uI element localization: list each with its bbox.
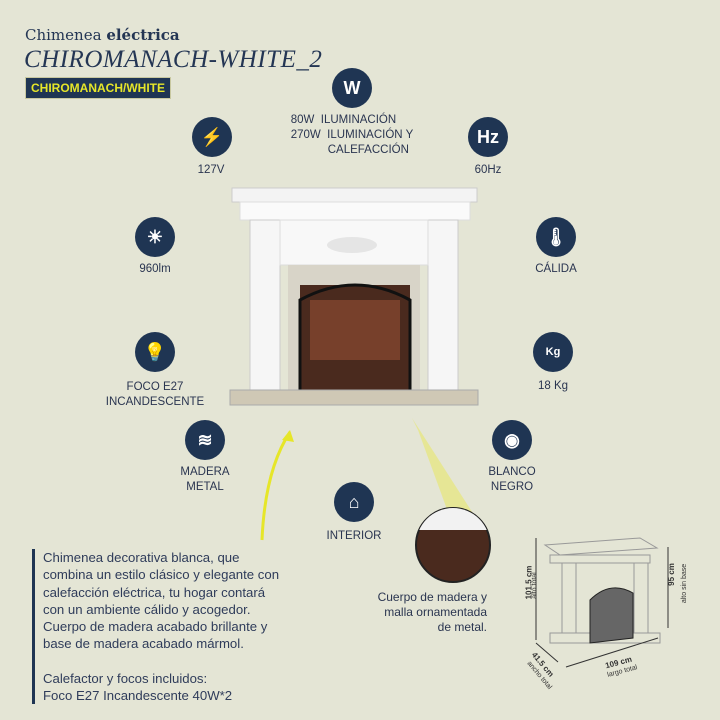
bulb-line2: INCANDESCENTE — [105, 396, 205, 408]
layers-icon: ≋ — [185, 420, 225, 460]
lightning-icon: ⚡ — [192, 117, 232, 157]
height-no-base-value: 95 cm — [666, 563, 676, 586]
included-label: Calefactor y focos incluidos: — [43, 670, 208, 686]
temperature-label: CÁLIDA — [535, 263, 577, 275]
lumens-label: 960lm — [139, 263, 171, 275]
thermometer-icon: 🌡 — [536, 217, 576, 257]
frequency-label: 60Hz — [474, 164, 502, 176]
product-type: Chimenea eléctrica — [25, 26, 180, 44]
description-line: combina un estilo clásico y elegante con — [43, 567, 280, 583]
power-line1: 80W ILUMINACIÓN — [290, 114, 397, 126]
material-line2: METAL — [186, 481, 224, 493]
description-line: base de madera acabado mármol. — [43, 636, 244, 652]
caption-line: Cuerpo de madera y — [377, 590, 487, 604]
description-line: Chimenea decorativa blanca, que — [43, 550, 240, 565]
description-line: calefacción eléctrica, tu hogar contará — [43, 584, 266, 600]
included-item: Foco E27 Incandescente 40W*2 — [43, 688, 233, 704]
bulb-icon: 💡 — [135, 332, 175, 372]
house-icon: ⌂ — [334, 482, 374, 522]
watt-icon: W — [332, 68, 372, 108]
brightness-icon: ☀ — [135, 217, 175, 257]
title-bold: eléctrica — [106, 26, 180, 44]
power-label: 80W ILUMINACIÓN 270W ILUMINACIÓN Y CALEF… — [291, 113, 414, 158]
model-badge: CHIROMANACH/WHITE — [25, 77, 171, 99]
power-line2: 270W ILUMINACIÓN Y — [290, 129, 414, 141]
height-no-base-label: alto sin base — [681, 563, 689, 604]
color-line2: NEGRO — [490, 481, 534, 493]
hz-icon: Hz — [468, 117, 508, 157]
use-label: INTERIOR — [326, 530, 382, 542]
weight-icon: Kg — [533, 332, 573, 372]
color-drop-icon: ◉ — [492, 420, 532, 460]
voltage-label: 127V — [197, 164, 225, 176]
material-label: MADERA METAL — [180, 465, 229, 495]
bulb-line1: FOCO E27 — [126, 381, 184, 393]
caption-line: de metal. — [437, 620, 487, 634]
color-line1: BLANCO — [488, 466, 536, 478]
material-line1: MADERA — [180, 466, 230, 478]
description: Chimenea decorativa blanca, que combina … — [32, 549, 342, 705]
color-label: BLANCO NEGRO — [488, 465, 535, 495]
description-line: Cuerpo de madera acabado brillante y — [43, 619, 268, 635]
detail-caption: Cuerpo de madera y malla ornamentada de … — [350, 590, 487, 635]
power-line3: CALEFACCIÓN — [327, 144, 409, 156]
dimensions-diagram — [535, 537, 669, 668]
title-regular: Chimenea — [25, 26, 102, 44]
model-name: CHIROMANACH-WHITE_2 — [24, 46, 323, 73]
weight-label: 18 Kg — [537, 380, 569, 392]
description-line: con un ambiente cálido y acogedor. — [43, 601, 251, 617]
caption-line: malla ornamentada — [384, 605, 487, 619]
height-total-label: alto total — [531, 572, 539, 599]
